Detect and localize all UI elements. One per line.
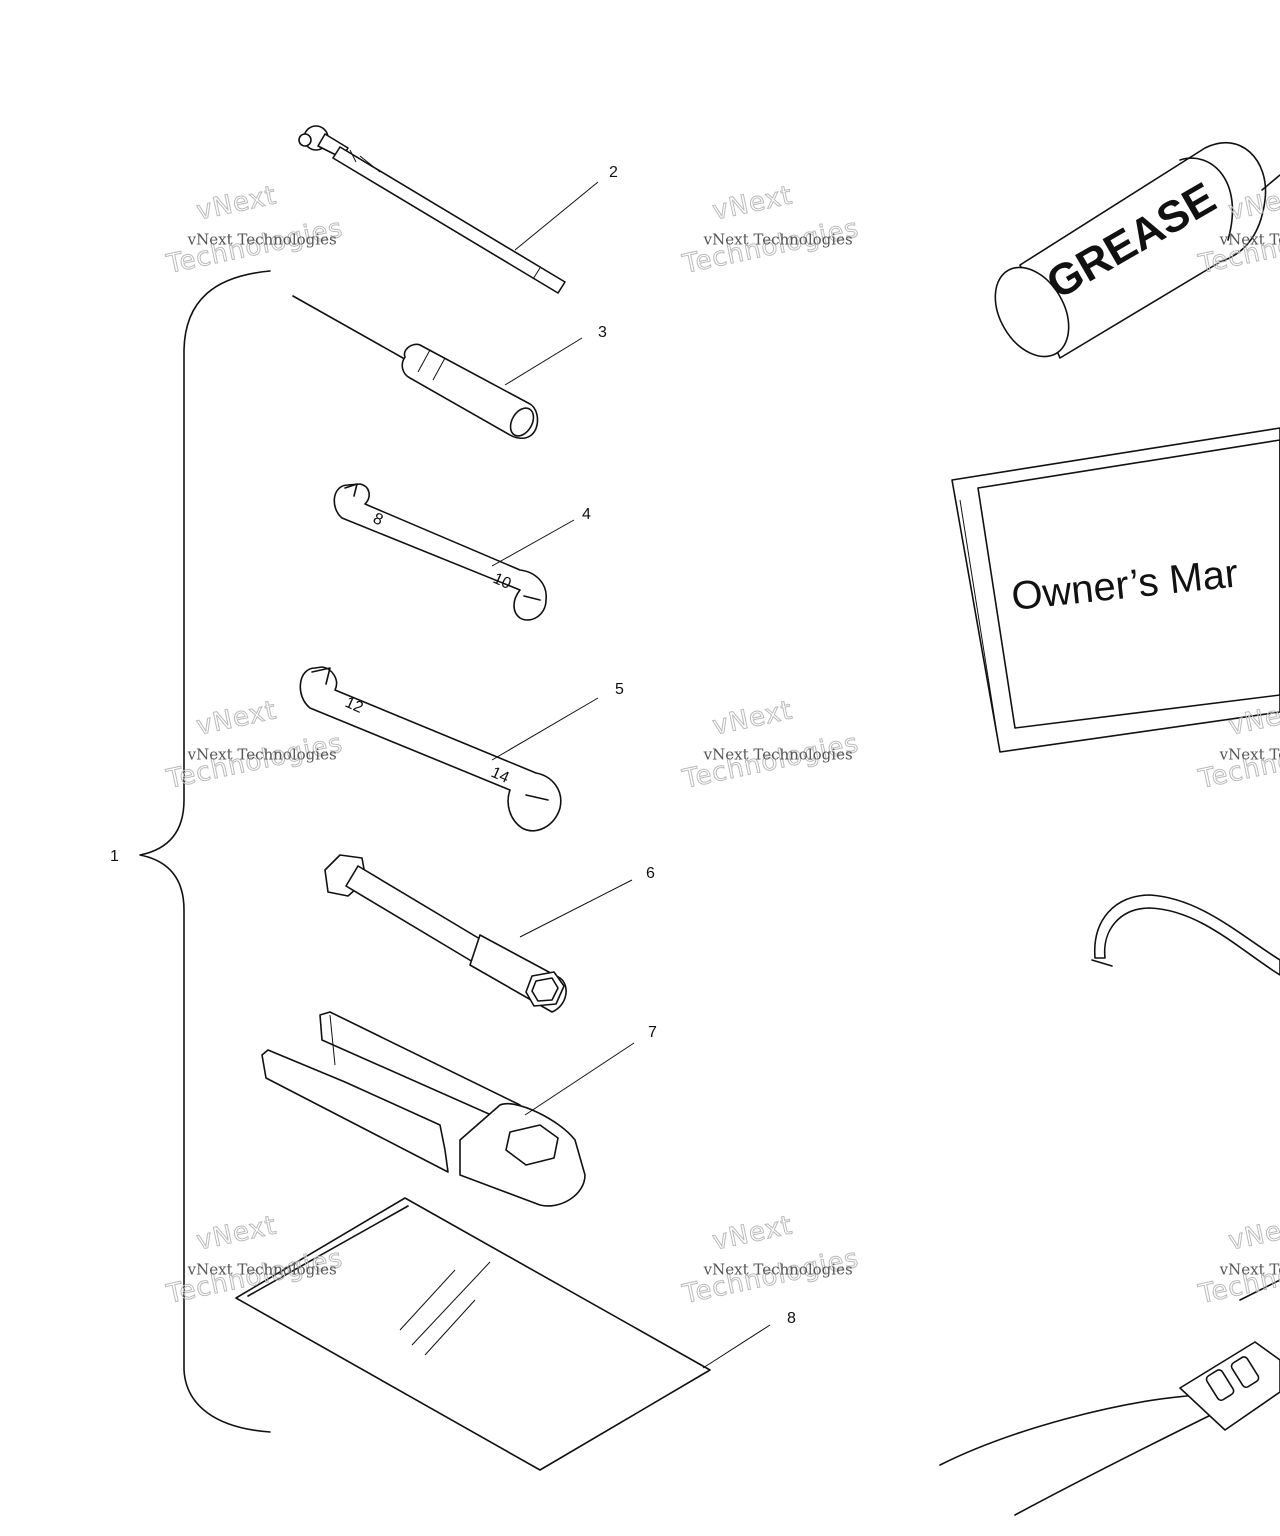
tether-cord (939, 1279, 1280, 1516)
socket-wrench (324, 854, 567, 1013)
svg-text:vNext Technologies: vNext Technologies (703, 231, 853, 249)
callout-2: 2 (609, 164, 618, 181)
callout-3: 3 (598, 324, 607, 341)
svg-text:vNext Technologies: vNext Technologies (1219, 1261, 1280, 1279)
wrench-12-14: 12 14 (299, 666, 562, 832)
watermark-a: vNext Technologies vNext Technologies (163, 180, 346, 281)
svg-text:vNext: vNext (710, 1210, 795, 1256)
svg-text:vNext: vNext (710, 180, 795, 226)
svg-text:14: 14 (488, 764, 511, 787)
callout-8: 8 (787, 1310, 796, 1327)
svg-text:vNext Technologies: vNext Technologies (1219, 746, 1280, 764)
watermark-h: vNext Technologies vNext Technologies (679, 1210, 862, 1311)
leader-lines (491, 181, 771, 1369)
group-brace (139, 270, 271, 1433)
spark-plug-wrench (261, 1011, 586, 1207)
callout-4: 4 (582, 506, 591, 523)
grease-tube: GREASE (994, 142, 1280, 359)
svg-text:vNext: vNext (710, 695, 795, 741)
callout-5: 5 (615, 681, 624, 698)
svg-text:vNext: vNext (194, 695, 279, 741)
svg-text:12: 12 (342, 694, 365, 717)
svg-text:vNext Technologies: vNext Technologies (187, 231, 337, 249)
svg-text:vNext Technologies: vNext Technologies (703, 746, 853, 764)
watermark-e: vNext Technologies vNext Technologies (679, 695, 862, 796)
tire-pressure-gauge (298, 125, 566, 294)
screwdriver (292, 295, 539, 440)
svg-text:10: 10 (490, 570, 513, 593)
svg-text:vNext Technologies: vNext Technologies (187, 1261, 337, 1279)
tool-bag (235, 1197, 711, 1471)
svg-text:vNext: vNext (1226, 1210, 1280, 1256)
callout-1: 1 (110, 848, 119, 865)
hook-spanner (1091, 894, 1280, 976)
callout-6: 6 (646, 865, 655, 882)
watermark-i: vNext Technologies vNext Technologies (1195, 1210, 1280, 1311)
svg-text:vNext: vNext (194, 1210, 279, 1256)
wrench-8-10: 8 10 (333, 483, 547, 621)
svg-text:vNext: vNext (194, 180, 279, 226)
svg-text:vNext Technologies: vNext Technologies (187, 746, 337, 764)
callout-7: 7 (648, 1024, 657, 1041)
svg-text:vNext Technologies: vNext Technologies (1219, 231, 1280, 249)
owners-manual: Owner’s Mar (951, 427, 1280, 753)
svg-text:vNext Technologies: vNext Technologies (703, 1261, 853, 1279)
watermark-b: vNext Technologies vNext Technologies (679, 180, 862, 281)
